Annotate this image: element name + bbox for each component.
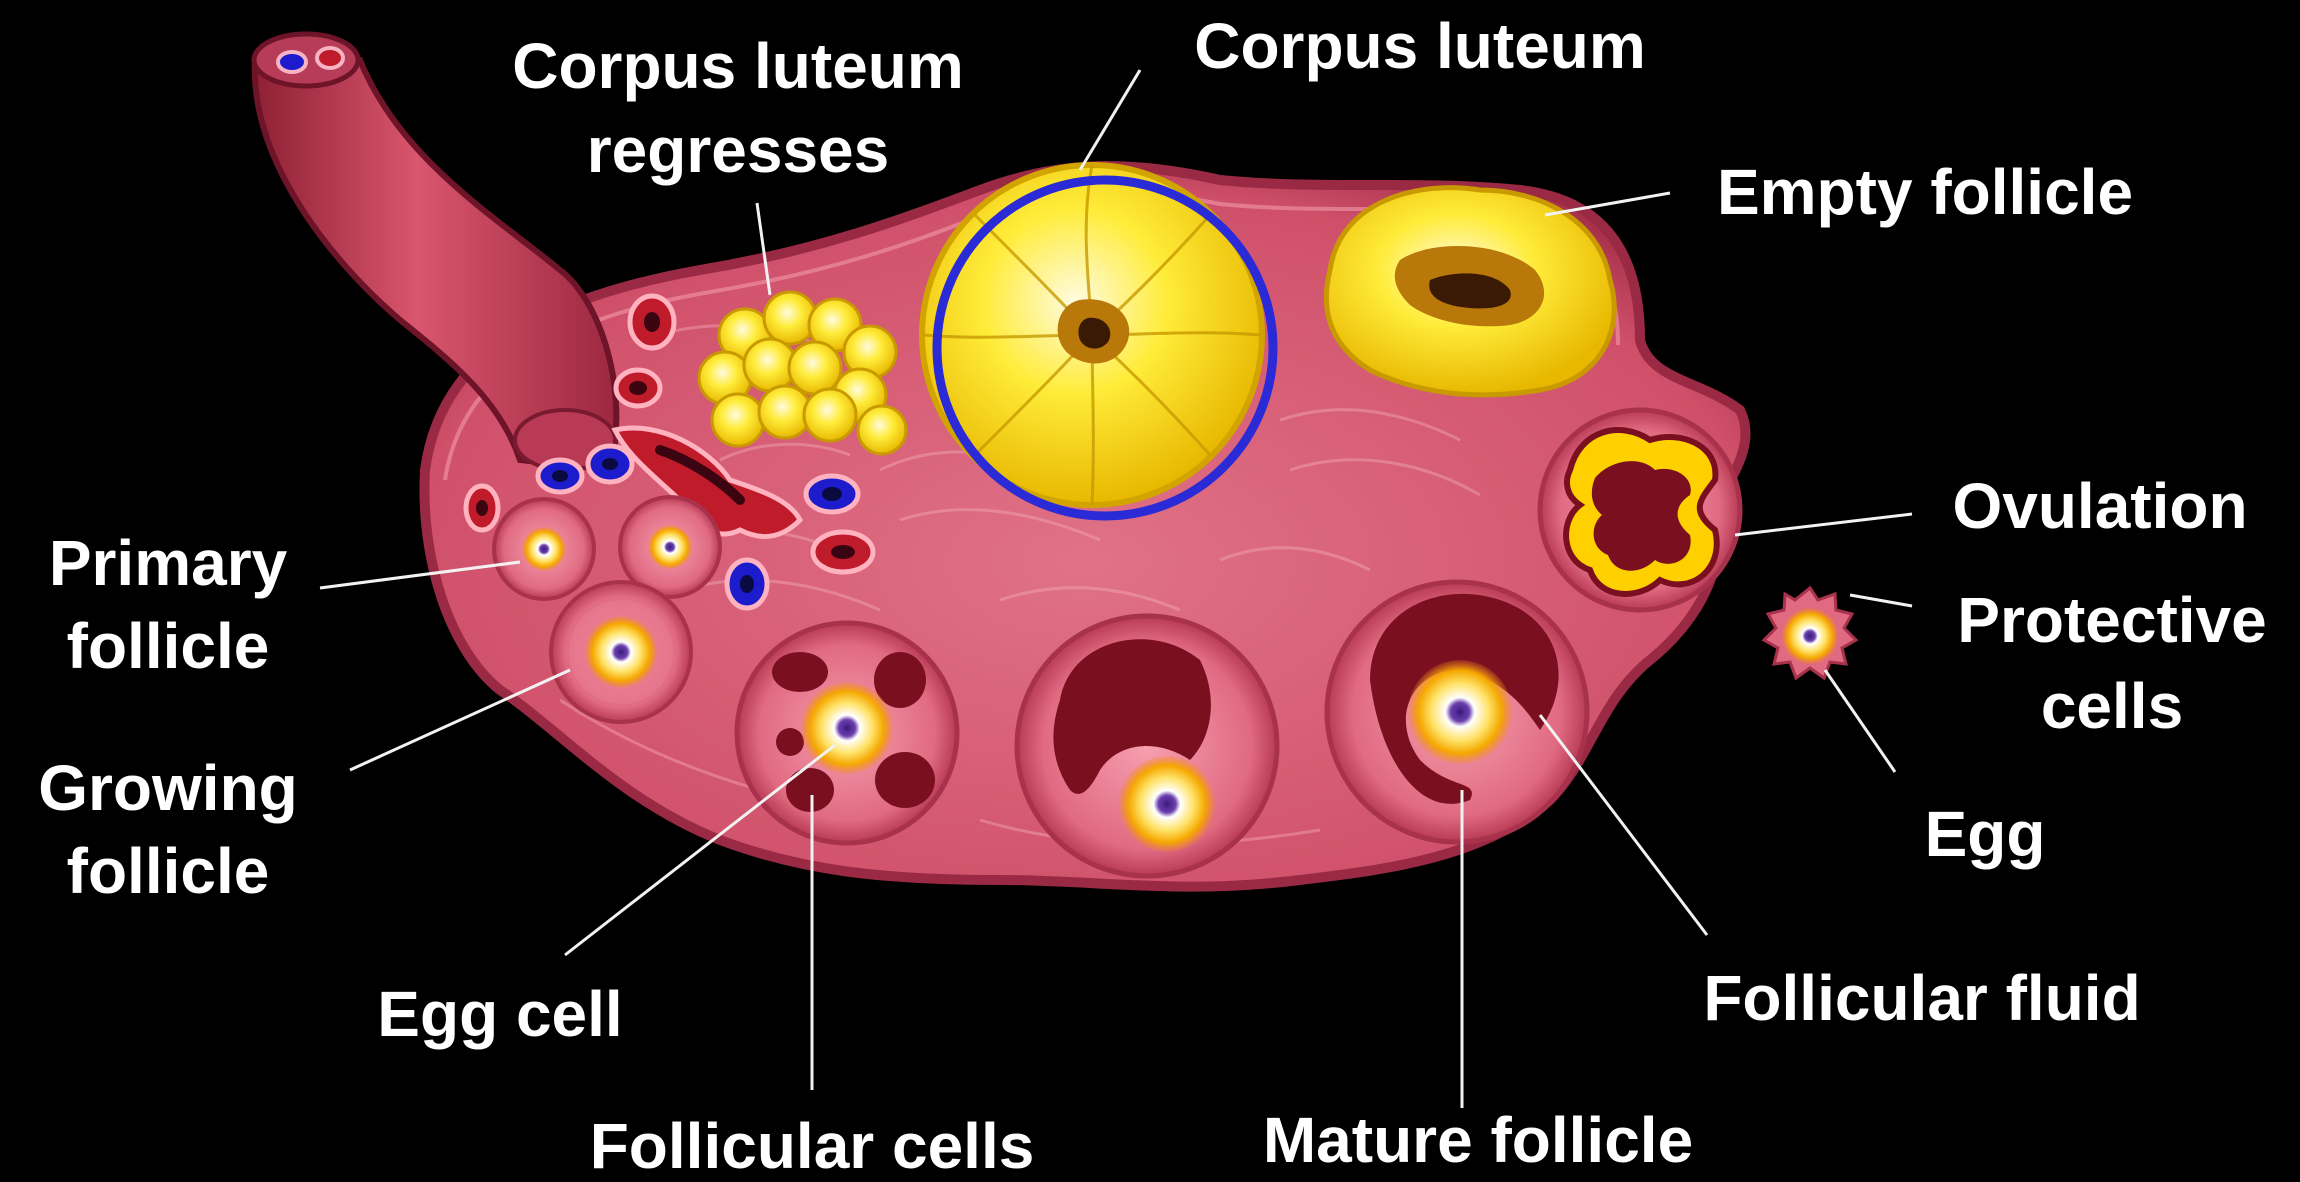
primary-follicle-1 — [494, 499, 594, 599]
label-primary-follicle-line2: follicle — [67, 610, 270, 682]
label-egg-cell: Egg cell — [377, 978, 622, 1050]
secondary-follicle — [737, 623, 957, 843]
label-corpus-luteum: Corpus luteum — [1194, 10, 1646, 82]
label-empty-follicle: Empty follicle — [1717, 156, 2133, 228]
released-egg — [1764, 588, 1856, 678]
label-primary-follicle-line1: Primary — [49, 527, 288, 599]
label-corpus-luteum-regresses-line2: regresses — [587, 114, 889, 186]
label-ovulation: Ovulation — [1952, 470, 2247, 542]
label-growing-follicle-line2: follicle — [67, 835, 270, 907]
label-growing-follicle-line1: Growing — [38, 752, 298, 824]
label-protective-cells-line2: cells — [2041, 670, 2183, 742]
ovulating-follicle — [1540, 410, 1740, 610]
antral-follicle — [1017, 616, 1277, 876]
mature-follicle — [1327, 582, 1587, 842]
growing-follicle — [551, 582, 691, 722]
label-protective-cells-line1: Protective — [1957, 584, 2266, 656]
label-corpus-luteum-regresses-line1: Corpus luteum — [512, 30, 964, 102]
label-egg: Egg — [1925, 798, 2046, 870]
empty-follicle — [1326, 188, 1614, 395]
label-follicular-fluid: Follicular fluid — [1703, 962, 2140, 1034]
label-follicular-cells: Follicular cells — [590, 1110, 1035, 1182]
label-mature-follicle: Mature follicle — [1263, 1104, 1693, 1176]
